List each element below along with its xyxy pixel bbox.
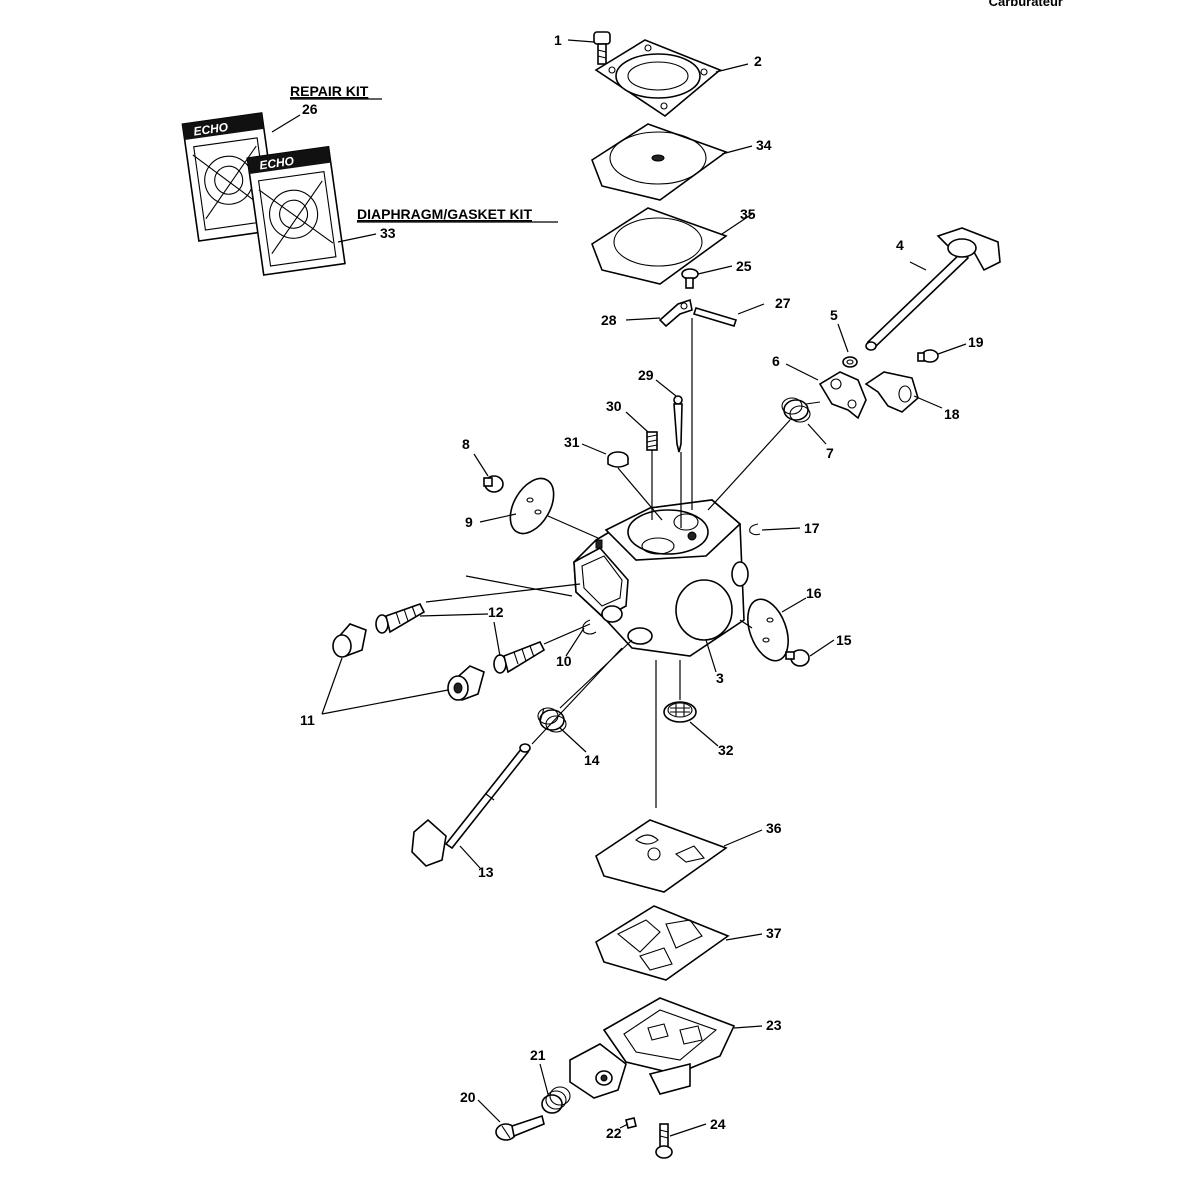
part-14-choke-spring	[537, 707, 567, 733]
part-28-metering-lever	[658, 298, 693, 328]
callout-18: 18	[944, 406, 960, 422]
part-1-screw	[593, 31, 611, 65]
part-5-washer	[842, 356, 858, 368]
part-16-throttle-valve	[747, 598, 789, 662]
callout-numbers: 1 2 34 35 25 27 28 29 30 31 8 9 4 5 6 19…	[300, 32, 984, 1141]
part-23-metering-cover	[602, 997, 736, 1095]
part-27-lever-pin	[692, 307, 738, 327]
callout-24: 24	[710, 1116, 726, 1132]
callout-3: 3	[716, 670, 724, 686]
callout-8: 8	[462, 436, 470, 452]
callout-6: 6	[772, 353, 780, 369]
callout-23: 23	[766, 1017, 782, 1033]
part-36-metering-gasket	[595, 819, 728, 893]
callout-2: 2	[754, 53, 762, 69]
part-6-throttle-lever	[818, 371, 867, 420]
callout-31: 31	[564, 434, 580, 450]
part-fuel-inlet-fitting	[569, 1043, 627, 1099]
callout-28: 28	[601, 312, 617, 328]
part-11-limiter-cap-upper	[332, 623, 367, 658]
callout-21: 21	[530, 1047, 546, 1063]
part-25-screw	[681, 268, 699, 289]
part-9-choke-valve	[509, 477, 555, 535]
callout-30: 30	[606, 398, 622, 414]
gasket-kit-label: DIAPHRAGM/GASKET KIT	[357, 206, 532, 222]
gasket-kit-logo: ECHO	[258, 154, 295, 173]
assembly-lines	[425, 318, 791, 808]
repair-kit-logo: ECHO	[193, 120, 230, 139]
part-30-metering-spring	[646, 431, 658, 451]
callout-35: 35	[740, 206, 756, 222]
callout-leaders	[321, 39, 967, 1137]
part-34-pump-diaphragm	[591, 123, 728, 201]
callout-25: 25	[736, 258, 752, 274]
part-18-choke-bracket	[864, 371, 919, 413]
part-7-throttle-spring	[781, 397, 821, 423]
callout-15: 15	[836, 632, 852, 648]
part-37-metering-diaphragm	[595, 905, 730, 981]
callout-22: 22	[606, 1125, 622, 1141]
callout-1: 1	[554, 32, 562, 48]
part-4-choke-shaft	[865, 227, 1001, 351]
part-12-adjusting-needle-lower	[493, 640, 546, 674]
repair-kit-number: 26	[302, 101, 318, 117]
callout-12: 12	[488, 604, 504, 620]
callout-36: 36	[766, 820, 782, 836]
part-8-screw	[483, 475, 504, 493]
callout-4: 4	[896, 237, 904, 253]
callout-14: 14	[584, 752, 600, 768]
diaphragm-gasket-kit-illustration: ECHO	[246, 145, 346, 276]
part-22-pin	[625, 1117, 637, 1129]
part-24-screw	[655, 1123, 673, 1159]
part-29-inlet-needle	[673, 395, 683, 453]
part-31-welch-plug	[607, 451, 629, 468]
callout-7: 7	[826, 445, 834, 461]
callout-29: 29	[638, 367, 654, 383]
part-35-pump-gasket	[591, 207, 728, 285]
part-21-spring	[541, 1086, 571, 1114]
callout-13: 13	[478, 864, 494, 880]
part-2-pump-cover	[594, 39, 722, 117]
callout-19: 19	[968, 334, 984, 350]
part-19-screw	[917, 349, 939, 363]
callout-5: 5	[830, 307, 838, 323]
callout-11: 11	[300, 712, 315, 728]
gasket-kit-number: 33	[380, 225, 396, 241]
repair-kit-label: REPAIR KIT	[290, 83, 369, 99]
callout-37: 37	[766, 925, 782, 941]
part-3-carburetor-body	[573, 499, 749, 657]
callout-10: 10	[556, 653, 572, 669]
part-13-choke-shaft	[411, 743, 531, 867]
page-header-title: Carburateur	[989, 0, 1063, 9]
callout-20: 20	[460, 1089, 476, 1105]
part-20-screw	[495, 1114, 545, 1141]
callout-9: 9	[465, 514, 473, 530]
part-17-e-clip	[749, 523, 761, 536]
callout-27: 27	[775, 295, 791, 311]
part-15-screw	[785, 649, 810, 667]
callout-16: 16	[806, 585, 822, 601]
part-12-adjusting-needle-upper	[375, 603, 426, 634]
part-11-limiter-cap-lower	[447, 665, 485, 701]
callout-32: 32	[718, 742, 734, 758]
callout-34: 34	[756, 137, 772, 153]
callout-17: 17	[804, 520, 820, 536]
part-10-e-clip	[582, 619, 597, 635]
part-32-fuel-screen	[663, 701, 697, 723]
